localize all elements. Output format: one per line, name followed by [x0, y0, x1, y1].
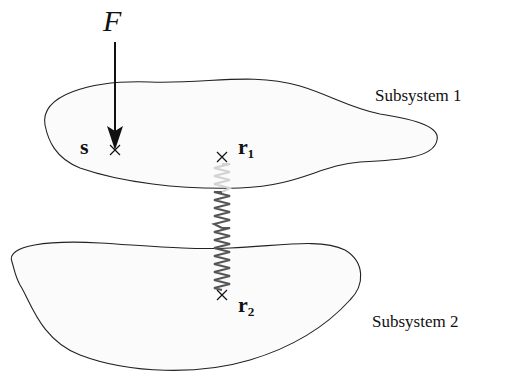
subsystem-name: Subsystem 1 [375, 86, 461, 106]
point-name: s [80, 136, 89, 158]
spring [214, 228, 230, 290]
point-marker [110, 145, 120, 155]
subsystem-shape [5, 228, 462, 378]
subsystem: Subsystem 2 [5, 228, 462, 378]
point-name: r₁ [238, 136, 254, 158]
point-name: r₂ [238, 294, 254, 316]
force-arrow [114, 42, 116, 132]
subsystem-name: Subsystem 2 [372, 312, 458, 332]
subsystem-outline [11, 242, 360, 370]
point-marker [217, 152, 227, 162]
subsystem: Subsystem 1 [40, 72, 465, 192]
force-arrowhead [107, 126, 123, 150]
spring-hidden [214, 164, 230, 192]
spring [214, 192, 230, 228]
force-symbol: F [103, 6, 121, 36]
point-marker [217, 290, 227, 300]
